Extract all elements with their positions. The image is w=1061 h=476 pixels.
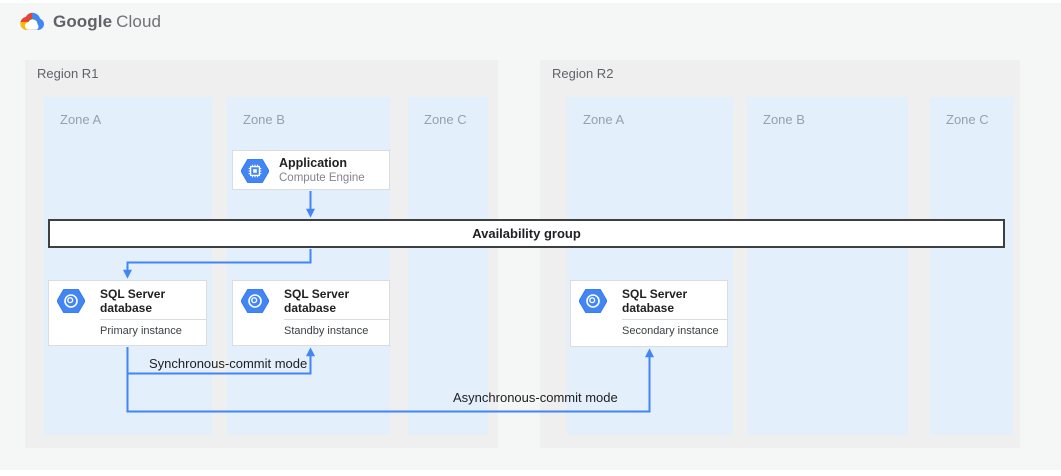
zone-r2-b: Zone B <box>747 97 908 435</box>
compute-engine-icon <box>241 159 269 183</box>
sql-primary-subtitle: Primary instance <box>100 319 206 338</box>
sql-secondary-title: SQL Server database <box>622 287 688 315</box>
sync-commit-label: Synchronous-commit mode <box>149 356 308 371</box>
cloud-sql-icon <box>241 289 269 313</box>
region-r2-label: Region R2 <box>552 66 614 81</box>
sql-secondary-subtitle: Secondary instance <box>622 319 727 338</box>
sql-primary-title: SQL Server database <box>100 287 166 315</box>
sql-standby-title: SQL Server database <box>284 287 350 315</box>
google-cloud-logo-icon <box>19 11 46 33</box>
cloud-sql-icon <box>579 289 607 313</box>
zone-r1-a: Zone A <box>44 97 212 435</box>
zone-r2-b-label: Zone B <box>763 112 805 127</box>
logo-word-google: Google <box>53 12 113 31</box>
zone-r2-a: Zone A <box>567 97 733 435</box>
zone-r1-b: Zone B <box>227 97 390 435</box>
application-subtitle: Compute Engine <box>279 172 365 184</box>
logo-word-cloud: Cloud <box>116 12 162 31</box>
sql-standby-subtitle: Standby instance <box>284 319 389 338</box>
region-r1-label: Region R1 <box>37 66 99 81</box>
async-commit-label: Asynchronous-commit mode <box>453 390 618 405</box>
zone-r2-a-label: Zone A <box>583 112 625 127</box>
zone-r1-a-label: Zone A <box>60 112 102 127</box>
application-card: Application Compute Engine <box>232 150 390 190</box>
application-title: Application <box>279 156 348 170</box>
zone-r1-b-label: Zone B <box>243 112 285 127</box>
zone-r2-c-label: Zone C <box>946 112 989 127</box>
availability-group-bar: Availability group <box>48 219 1005 248</box>
zone-r1-c: Zone C <box>408 97 488 435</box>
availability-group-label: Availability group <box>472 226 581 241</box>
zone-r2-c: Zone C <box>930 97 1013 435</box>
sql-server-secondary-card: SQL Server database Secondary instance <box>570 280 728 347</box>
cloud-sql-icon <box>57 289 85 313</box>
zone-r1-c-label: Zone C <box>424 112 467 127</box>
sql-server-standby-card: SQL Server database Standby instance <box>232 280 390 346</box>
sql-server-primary-card: SQL Server database Primary instance <box>48 280 207 346</box>
